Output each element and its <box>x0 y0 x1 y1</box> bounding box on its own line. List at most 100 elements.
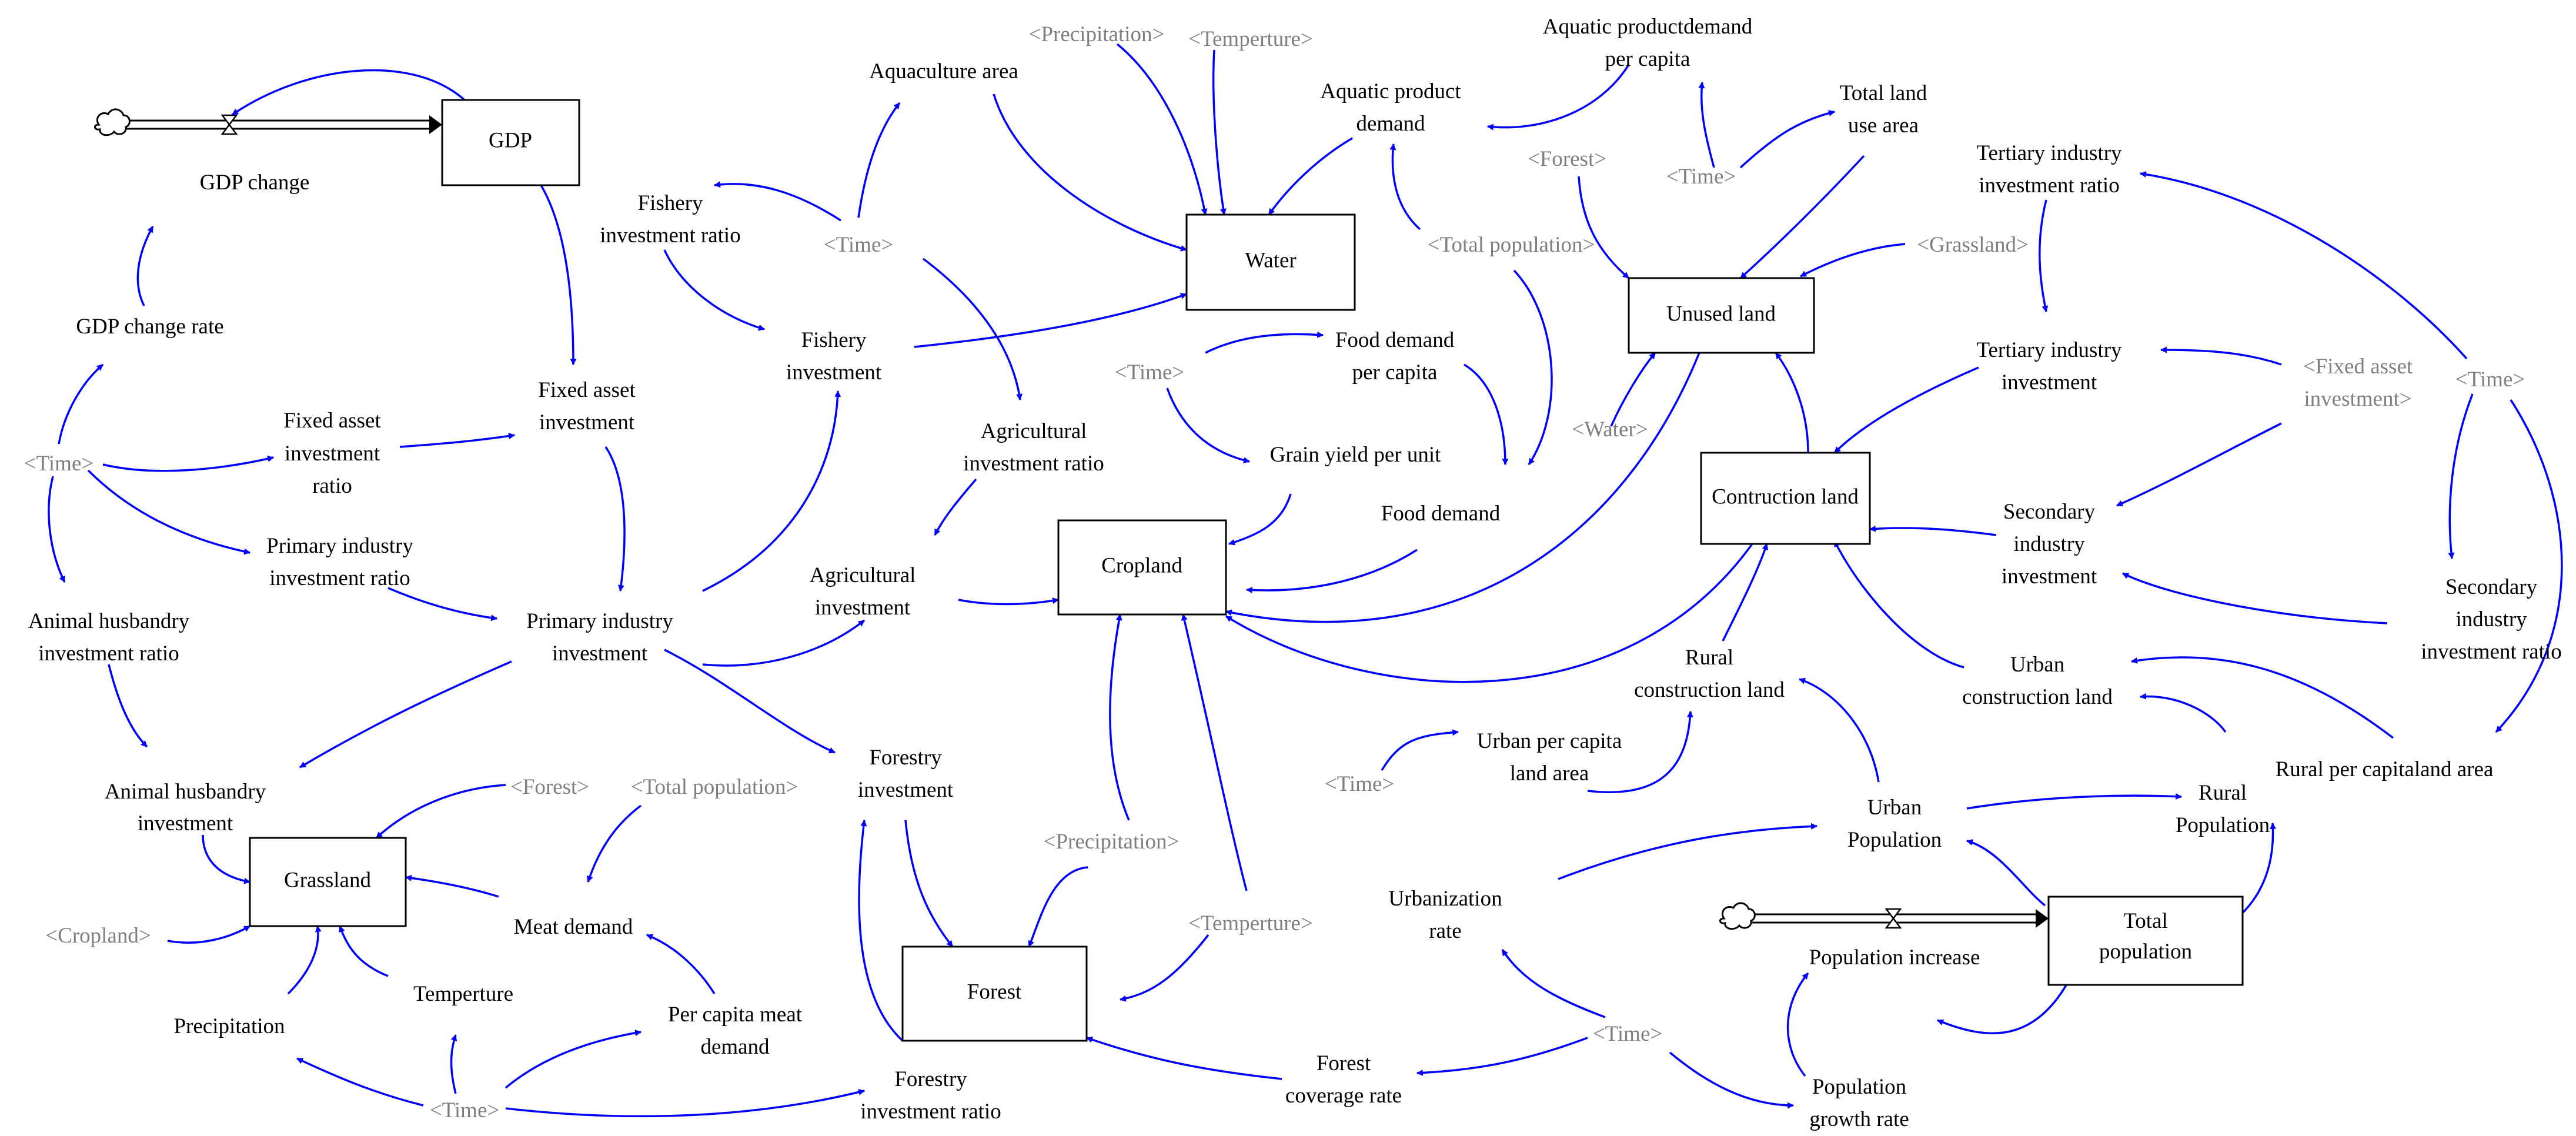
stock-gdp[interactable]: GDP <box>441 99 580 186</box>
var-line: Animal husbandry <box>28 609 190 633</box>
var-fishery-investment[interactable]: Fishery investment <box>786 328 882 385</box>
var-gdp-change-rate[interactable]: GDP change rate <box>76 315 223 339</box>
link-temperture-var-to-grassland <box>339 925 389 977</box>
stock-label: Contruction land <box>1712 485 1859 509</box>
var-aquaculture-area[interactable]: Aquaculture area <box>869 59 1018 83</box>
var-animal-husbandry-investment[interactable]: Animal husbandry investment <box>105 780 266 836</box>
shadow-fixed-asset-investment[interactable]: <Fixed asset investment> <box>2303 355 2413 411</box>
var-line: demand <box>1356 112 1425 136</box>
var-rural-population[interactable]: Rural Population <box>2176 781 2270 837</box>
var-primary-industry-investment[interactable]: Primary industry investment <box>526 609 673 666</box>
stock-water[interactable]: Water <box>1185 213 1356 311</box>
var-gdp-change[interactable]: GDP change <box>200 171 310 195</box>
var-line: investment ratio <box>269 566 410 590</box>
stock-unused-land[interactable]: Unused land <box>1628 277 1815 354</box>
link-urban-population-to-rural-population <box>1966 793 2183 810</box>
link-time-to-per-capita-meat <box>504 1030 642 1089</box>
var-line: use area <box>1848 113 1919 138</box>
shadow-forest[interactable]: <Forest> <box>510 775 589 799</box>
link-urbanization-rate-to-urban-population <box>1558 823 1818 880</box>
gdp-change-valve <box>220 114 238 135</box>
shadow-time[interactable]: <Time> <box>430 1098 500 1122</box>
shadow-temperture[interactable]: <Temperture> <box>1188 27 1313 51</box>
var-forestry-investment[interactable]: Forestry investment <box>858 746 954 802</box>
var-line: investment ratio <box>860 1100 1001 1124</box>
link-tertiary-ratio-to-tertiary-investment <box>2039 199 2049 313</box>
var-urban-per-capita-land-area[interactable]: Urban per capita land area <box>1477 729 1622 786</box>
var-population-increase[interactable]: Population increase <box>1809 945 1980 970</box>
var-fixed-asset-investment[interactable]: Fixed asset investment <box>538 378 636 435</box>
var-agricultural-investment-ratio[interactable]: Agricultural investment ratio <box>963 419 1104 476</box>
link-forestry-ratio-to-forestry-investment <box>858 819 904 1042</box>
stock-total-population[interactable]: Total population <box>2047 896 2244 986</box>
var-tertiary-industry-investment-ratio[interactable]: Tertiary industry investment ratio <box>1976 141 2122 198</box>
var-aquatic-product-demand-per-capita[interactable]: Aquatic productdemand per capita <box>1543 15 1753 71</box>
link-construction-to-unused-land <box>1775 352 1809 453</box>
shadow-cropland[interactable]: <Cropland> <box>45 924 151 948</box>
var-secondary-industry-investment[interactable]: Secondary industry investment <box>2002 500 2097 589</box>
shadow-temperture[interactable]: <Temperture> <box>1188 911 1313 935</box>
link-agricultural-ratio-to-agricultural-investment <box>934 478 977 536</box>
stock-cropland[interactable]: Cropland <box>1057 519 1227 616</box>
var-meat-demand[interactable]: Meat demand <box>514 915 633 939</box>
var-secondary-industry-investment-ratio[interactable]: Secondary industry investment ratio <box>2421 575 2561 664</box>
var-primary-industry-investment-ratio[interactable]: Primary industry investment ratio <box>266 534 413 590</box>
link-grassland-to-unused-land <box>1800 243 1906 278</box>
link-temperture-to-cropland <box>1181 613 1248 891</box>
link-growth-rate-to-population-increase <box>1786 972 1809 1077</box>
link-forest-coverage-to-forest <box>1085 1037 1282 1080</box>
var-total-land-use-area[interactable]: Total land use area <box>1840 81 1927 138</box>
link-primary-ratio-to-primary <box>387 587 498 622</box>
shadow-time[interactable]: <Time> <box>1666 165 1736 189</box>
var-line: Urban <box>2010 653 2064 677</box>
shadow-time[interactable]: <Time> <box>2455 367 2525 392</box>
shadow-forest[interactable]: <Forest> <box>1528 147 1606 171</box>
var-precipitation[interactable]: Precipitation <box>173 1014 285 1038</box>
link-temperture-to-water <box>1212 49 1227 216</box>
var-line: ratio <box>312 474 352 498</box>
link-total-land-to-unused-land <box>1739 155 1865 279</box>
shadow-time[interactable]: <Time> <box>1593 1022 1663 1046</box>
var-fishery-investment-ratio[interactable]: Fishery investment ratio <box>600 191 740 248</box>
stock-construction-land[interactable]: Contruction land <box>1700 452 1871 545</box>
shadow-line: <Fixed asset <box>2303 355 2413 379</box>
shadow-total-population[interactable]: <Total population> <box>631 775 798 799</box>
var-line: Urban <box>1867 796 1922 820</box>
shadow-water[interactable]: <Water> <box>1572 417 1648 442</box>
shadow-grassland[interactable]: <Grassland> <box>1917 233 2029 257</box>
var-rural-per-capita-land-area[interactable]: Rural per capitaland area <box>2276 757 2494 781</box>
var-tertiary-industry-investment[interactable]: Tertiary industry investment <box>1976 338 2122 395</box>
shadow-time[interactable]: <Time> <box>24 452 94 476</box>
var-agricultural-investment[interactable]: Agricultural investment <box>810 563 916 620</box>
stock-forest[interactable]: Forest <box>901 945 1088 1042</box>
shadow-precipitation[interactable]: <Precipitation> <box>1029 22 1165 46</box>
stock-grassland[interactable]: Grassland <box>249 837 407 927</box>
shadow-time[interactable]: <Time> <box>1115 360 1185 385</box>
var-forestry-investment-ratio[interactable]: Forestry investment ratio <box>860 1067 1001 1124</box>
var-line: Total land <box>1840 81 1927 105</box>
var-rural-construction-land[interactable]: Rural construction land <box>1634 646 1785 702</box>
shadow-total-population[interactable]: <Total population> <box>1428 233 1595 257</box>
link-time-right-to-tertiary-ratio <box>2139 171 2468 360</box>
var-population-growth-rate[interactable]: Population growth rate <box>1809 1075 1909 1131</box>
var-food-demand-per-capita[interactable]: Food demand per capita <box>1335 328 1455 385</box>
var-forest-coverage-rate[interactable]: Forest coverage rate <box>1285 1051 1402 1108</box>
link-primary-to-fishery-investment <box>702 390 841 592</box>
var-urbanization-rate[interactable]: Urbanization rate <box>1388 887 1502 943</box>
var-per-capita-meat-demand[interactable]: Per capita meat demand <box>668 1003 803 1059</box>
var-urban-construction-land[interactable]: Urban construction land <box>1962 653 2113 709</box>
var-food-demand[interactable]: Food demand <box>1381 502 1501 526</box>
var-aquatic-product-demand[interactable]: Aquatic product demand <box>1320 79 1461 136</box>
var-line: investment <box>285 442 380 466</box>
var-urban-population[interactable]: Urban Population <box>1847 796 1942 852</box>
gdp-source-cloud <box>94 108 131 136</box>
shadow-time[interactable]: <Time> <box>1325 772 1395 796</box>
shadow-precipitation[interactable]: <Precipitation> <box>1044 830 1180 854</box>
var-line: Primary industry <box>526 609 673 633</box>
var-fixed-asset-investment-ratio[interactable]: Fixed asset investment ratio <box>283 409 381 498</box>
var-animal-husbandry-investment-ratio[interactable]: Animal husbandry investment ratio <box>28 609 190 666</box>
var-grain-yield-per-unit[interactable]: Grain yield per unit <box>1270 443 1441 467</box>
var-temperture[interactable]: Temperture <box>413 982 513 1006</box>
link-food-demand-to-cropland <box>1245 549 1418 594</box>
shadow-time[interactable]: <Time> <box>824 233 894 257</box>
